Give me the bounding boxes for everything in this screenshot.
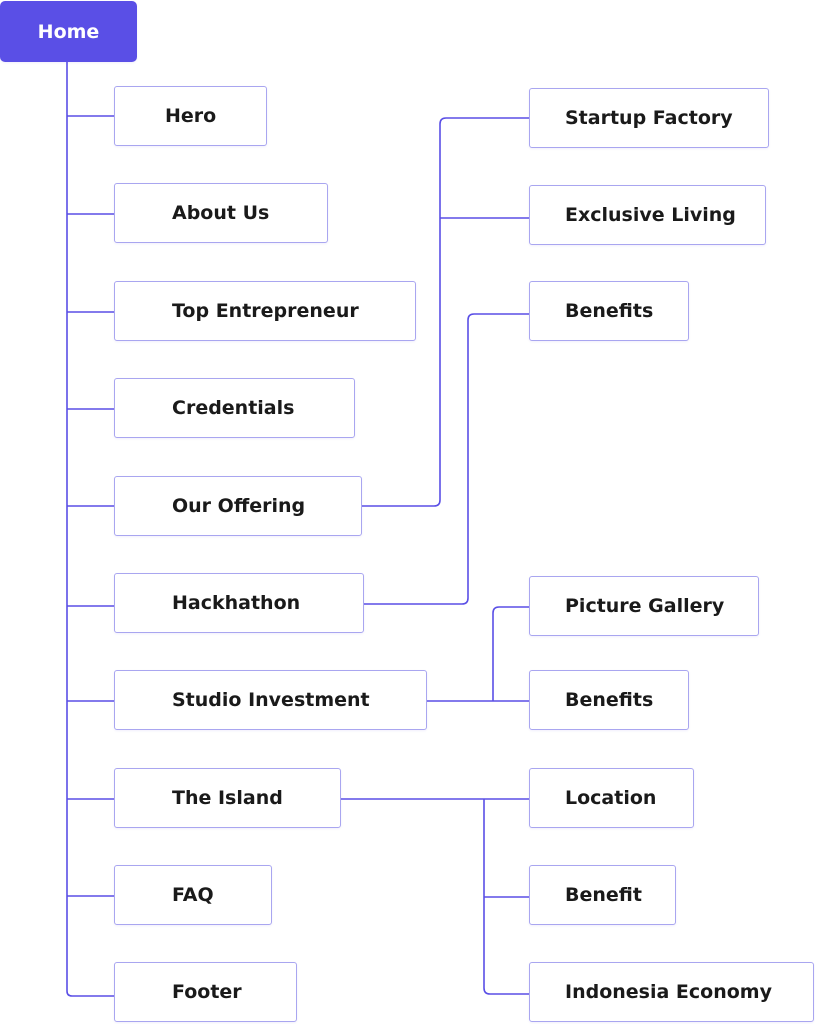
node-about-us: About Us	[114, 183, 328, 243]
node-hackhathon: Hackhathon	[114, 573, 364, 633]
node-studio-benefits: Benefits	[529, 670, 689, 730]
node-home: Home	[0, 1, 137, 62]
node-our-offering: Our Offering	[114, 476, 362, 536]
node-picture-gallery: Picture Gallery	[529, 576, 759, 636]
node-faq: FAQ	[114, 865, 272, 925]
node-footer: Footer	[114, 962, 297, 1022]
node-hero: Hero	[114, 86, 267, 146]
node-hackhathon-benefits: Benefits	[529, 281, 689, 341]
trunk-line	[66, 62, 114, 997]
link-island-vertical	[483, 799, 529, 995]
link-picture-gallery	[492, 606, 529, 701]
node-studio-investment: Studio Investment	[114, 670, 427, 730]
link-our-offering	[362, 117, 529, 507]
node-top-entrepreneur: Top Entrepreneur	[114, 281, 416, 341]
node-indonesia-economy: Indonesia Economy	[529, 962, 814, 1022]
node-exclusive-living: Exclusive Living	[529, 185, 766, 245]
node-the-island: The Island	[114, 768, 341, 828]
node-benefit: Benefit	[529, 865, 676, 925]
node-credentials: Credentials	[114, 378, 355, 438]
node-location: Location	[529, 768, 694, 828]
link-hackhathon	[364, 313, 529, 605]
node-startup-factory: Startup Factory	[529, 88, 769, 148]
